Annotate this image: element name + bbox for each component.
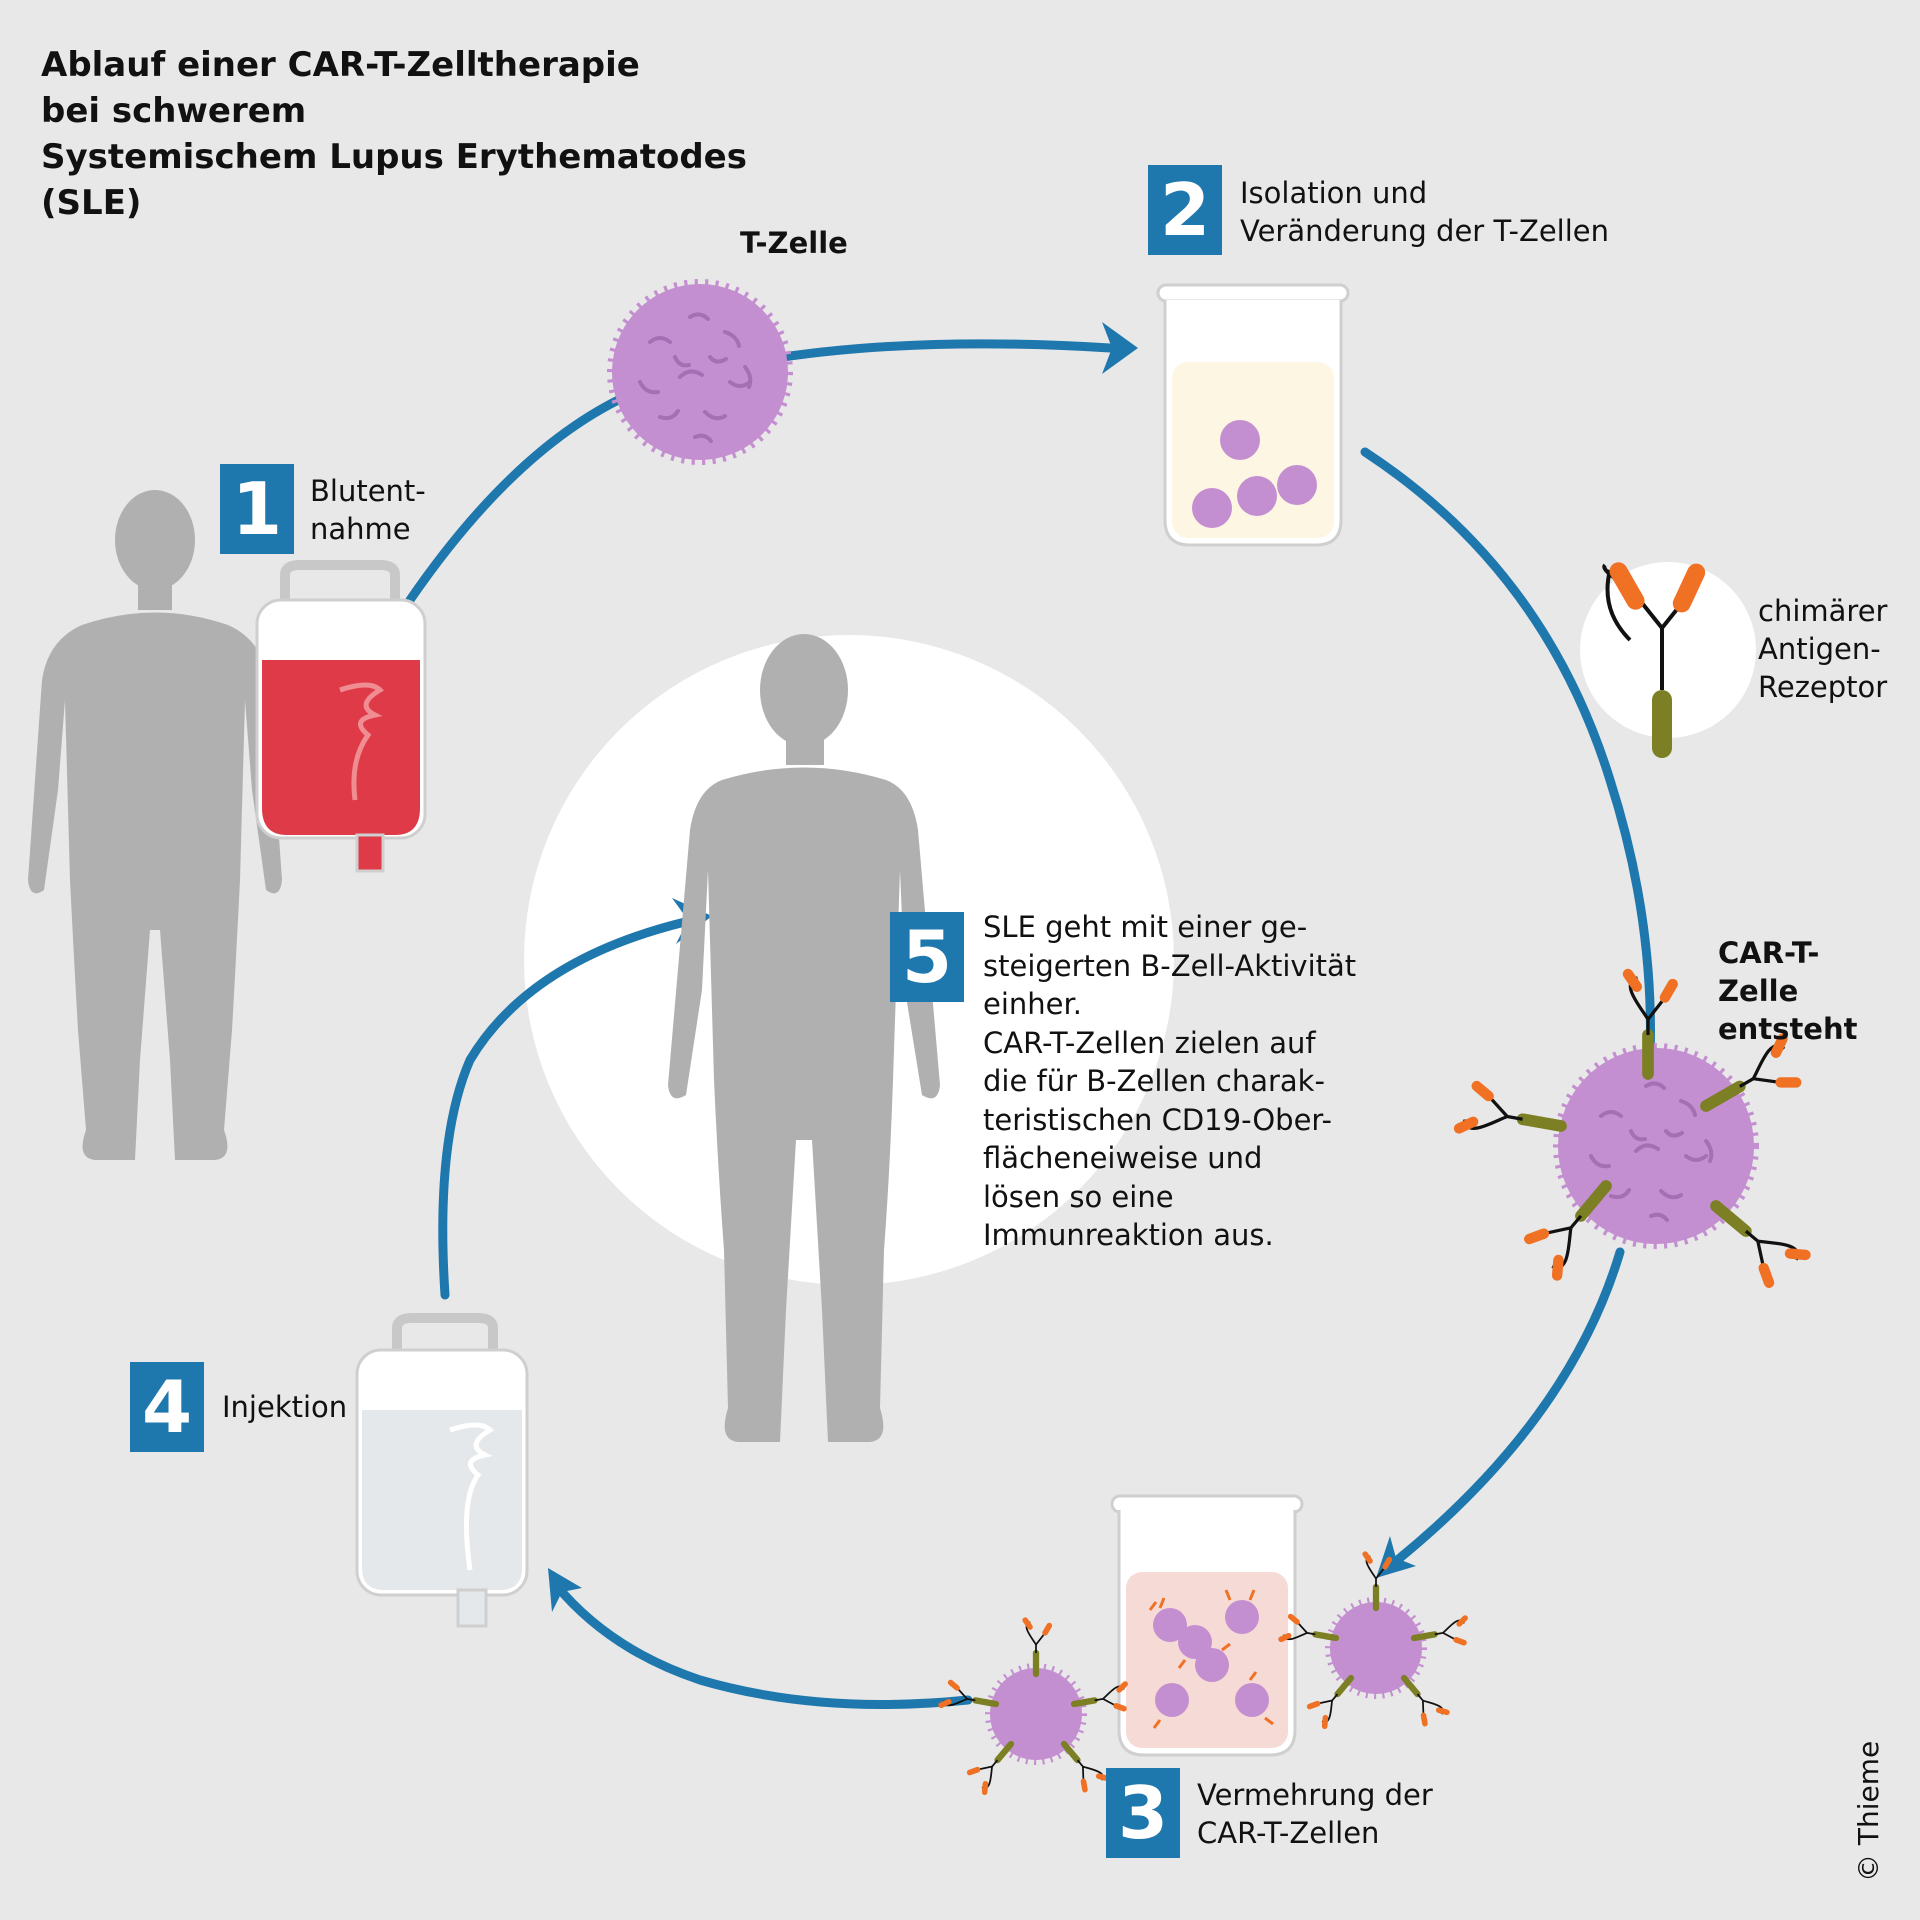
car-receptor-label: chimärer Antigen- Rezeptor [1758, 592, 1887, 706]
page-title: Ablauf einer CAR-T-Zelltherapie bei schw… [41, 42, 747, 226]
arrow-carcell-to-3 [1390, 1247, 1625, 1567]
arrow-3-to-4 [551, 1580, 973, 1709]
step-3-label: Vermehrung der CAR-T-Zellen [1197, 1776, 1433, 1852]
car-t-line-3: entsteht [1718, 1012, 1858, 1046]
person-left-silhouette [28, 490, 282, 1160]
car-receptor-line-2: Antigen- [1758, 632, 1881, 666]
title-line-4: (SLE) [41, 183, 142, 223]
step-4-line-1: Injektion [222, 1390, 348, 1424]
step-3-number: 3 [1106, 1768, 1180, 1858]
car-receptor-illustration [1580, 562, 1756, 758]
step-4-label: Injektion [222, 1388, 347, 1426]
t-cell [607, 279, 793, 465]
title-line-3: Systemischem Lupus Erythematodes [41, 137, 747, 177]
step-5-line-9: Immunreaktion aus. [983, 1218, 1274, 1252]
step-5-line-1: SLE geht mit einer ge- [983, 910, 1308, 944]
step-1-line-2: nahme [310, 512, 411, 546]
step-3-line-2: CAR-T-Zellen [1197, 1816, 1380, 1850]
step-4-number: 4 [130, 1362, 204, 1452]
copyright-text: © Thieme [1852, 1740, 1885, 1882]
car-t-cell [1451, 967, 1816, 1300]
blood-bag [255, 560, 427, 873]
step-5-line-6: teristischen CD19-Ober- [983, 1102, 1332, 1137]
beaker-isolation [1156, 283, 1350, 547]
step-5-line-2: steigerten B-Zell-Aktivität [983, 948, 1357, 983]
step-5-line-8: lösen so eine [983, 1179, 1174, 1214]
step-5-description: SLE geht mit einer ge- steigerten B-Zell… [983, 908, 1356, 1255]
step-2-label: Isolation und Veränderung der T-Zellen [1240, 174, 1609, 250]
beaker-multiplication [1110, 1494, 1304, 1757]
title-line-1: Ablauf einer CAR-T-Zelltherapie [41, 45, 640, 85]
car-t-line-1: CAR-T- [1718, 936, 1820, 970]
t-cell-label: T-Zelle [740, 226, 848, 260]
car-t-cell-small-left [937, 1616, 1134, 1799]
step-1-label: Blutent- nahme [310, 472, 426, 548]
car-t-cell-label: CAR-T- Zelle entsteht [1718, 934, 1857, 1048]
title-line-2: bei schwerem [41, 91, 307, 131]
car-t-line-2: Zelle [1718, 974, 1799, 1008]
step-5-number: 5 [890, 912, 964, 1002]
step-3-line-1: Vermehrung der [1197, 1778, 1433, 1812]
car-receptor-line-1: chimärer [1758, 594, 1888, 628]
step-5-line-3: einher. [983, 987, 1082, 1021]
step-1-line-1: Blutent- [310, 474, 426, 508]
person-center-silhouette [668, 634, 940, 1442]
injection-bag [355, 1313, 529, 1628]
car-receptor-line-3: Rezeptor [1758, 670, 1888, 704]
step-5-line-5: die für B-Zellen charak- [983, 1064, 1325, 1098]
step-1-number: 1 [220, 464, 294, 554]
step-2-number: 2 [1148, 165, 1222, 255]
arrow-2-to-carcell [1360, 447, 1655, 1065]
car-t-cell-small-right [1277, 1550, 1474, 1733]
step-2-line-2: Veränderung der T-Zellen [1240, 214, 1610, 248]
step-5-line-4: CAR-T-Zellen zielen auf [983, 1025, 1316, 1060]
step-5-line-7: flächeneiweise und [983, 1141, 1263, 1175]
arrow-4-to-5 [438, 917, 690, 1300]
step-2-line-1: Isolation und [1240, 176, 1428, 210]
